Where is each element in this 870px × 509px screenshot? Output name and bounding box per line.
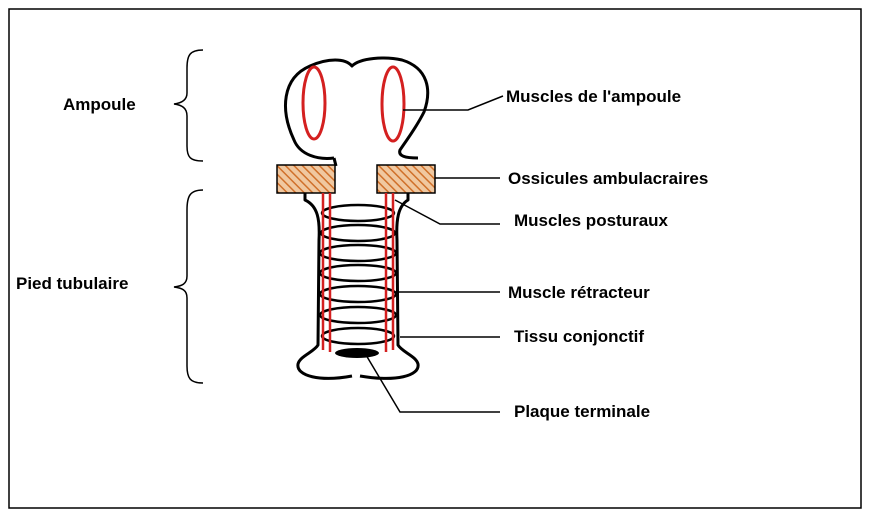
ampoule-muscle-left	[303, 67, 325, 139]
connective-tissue-coils	[320, 205, 396, 344]
label-ossicules: Ossicules ambulacraires	[508, 169, 708, 188]
label-pied-tubulaire: Pied tubulaire	[16, 274, 128, 293]
label-muscles-posturaux: Muscles posturaux	[514, 211, 669, 230]
terminal-plate	[335, 348, 379, 358]
leader-muscles-ampoule	[403, 96, 503, 110]
leader-muscles-posturaux	[395, 200, 500, 224]
leader-plaque-terminale	[366, 355, 500, 412]
brace-ampoule	[174, 50, 203, 161]
label-tissu-conjonctif: Tissu conjonctif	[514, 327, 644, 346]
label-muscle-retracteur: Muscle rétracteur	[508, 283, 650, 302]
ossicle-left	[277, 165, 335, 193]
ampoule-muscle-right	[382, 67, 404, 141]
ossicle-right	[377, 165, 435, 193]
label-plaque-terminale: Plaque terminale	[514, 402, 650, 421]
frame-border	[9, 9, 861, 508]
label-muscles-ampoule: Muscles de l'ampoule	[506, 87, 681, 106]
brace-pied-tubulaire	[174, 190, 203, 383]
label-ampoule: Ampoule	[63, 95, 136, 114]
